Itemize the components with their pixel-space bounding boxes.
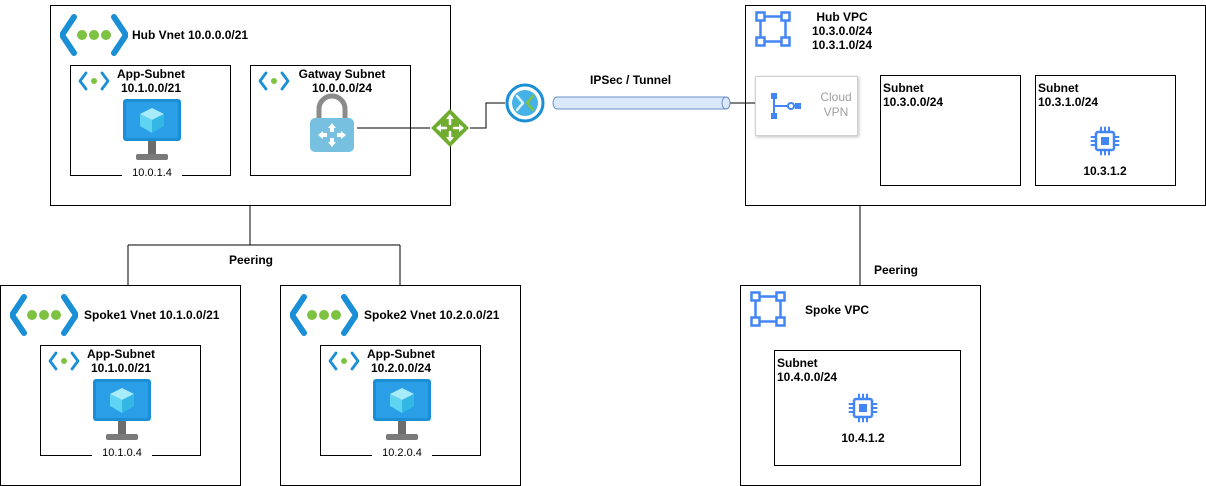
spoke2-subnet-cidr: 10.2.0.0/24 — [370, 361, 432, 375]
ipsec-tunnel-cylinder — [552, 96, 731, 110]
spoke1-vm-ip: 10.1.0.4 — [92, 447, 152, 460]
gcp-spoke-subnet-label: Subnet — [777, 356, 818, 370]
gcp-spoke-subnet-cidr: 10.4.0.0/24 — [777, 370, 838, 384]
gcp-subnet-a-box — [880, 75, 1021, 186]
cloud-vpn-label-line2: VPN — [823, 105, 849, 119]
gcp-subnet-b-label: Subnet — [1038, 81, 1079, 95]
gcp-spoke-subnet-box — [774, 350, 961, 466]
gcp-spoke-vpc-title: Spoke VPC — [805, 303, 870, 317]
gcp-peering-label: Peering — [874, 263, 919, 277]
spoke1-vnet-title: Spoke1 Vnet 10.1.0.0/21 — [84, 308, 220, 322]
gcp-subnet-b-instance-ip: 10.3.1.2 — [1083, 164, 1127, 178]
hub-vnet-title: Hub Vnet 10.0.0.0/21 — [132, 28, 249, 42]
gateway-subnet-cidr: 10.0.0.0/24 — [311, 81, 373, 95]
spoke2-subnet-name: App-Subnet — [367, 347, 435, 361]
gcp-subnet-b-cidr: 10.3.1.0/24 — [1038, 95, 1099, 109]
spoke2-vm-ip: 10.2.0.4 — [372, 447, 432, 460]
gcp-subnet-a-label: Subnet — [883, 81, 924, 95]
spoke2-vnet-title: Spoke2 Vnet 10.2.0.0/21 — [364, 308, 500, 322]
hub-vm-ip: 10.0.1.4 — [122, 167, 182, 180]
azure-peering-label: Peering — [229, 253, 274, 267]
router-to-vpn-connection-line — [470, 102, 505, 129]
gcp-hub-vpc-cidr-2: 10.3.1.0/24 — [811, 38, 873, 52]
hub-app-subnet-name: App-Subnet — [117, 67, 185, 81]
gcp-hub-vpc-title: Hub VPC — [816, 10, 868, 24]
cloud-vpn-card — [755, 76, 858, 136]
gcp-hub-vpc-cidr-1: 10.3.0.0/24 — [811, 24, 873, 38]
virtual-network-gateway-router-icon — [430, 108, 470, 148]
ipsec-tunnel-label: IPSec / Tunnel — [590, 73, 672, 87]
azure-peering-line — [127, 206, 401, 285]
spoke1-subnet-name: App-Subnet — [87, 347, 155, 361]
gcp-subnet-a-cidr: 10.3.0.0/24 — [883, 95, 944, 109]
cloud-vpn-label-line1: Cloud — [820, 90, 852, 104]
hub-app-subnet-cidr: 10.1.0.0/21 — [120, 81, 182, 95]
vpn-connection-icon — [505, 83, 545, 123]
gateway-subnet-name: Gatway Subnet — [298, 67, 386, 81]
gcp-spoke-instance-ip: 10.4.1.2 — [841, 431, 885, 445]
spoke1-subnet-cidr: 10.1.0.0/21 — [90, 361, 152, 375]
